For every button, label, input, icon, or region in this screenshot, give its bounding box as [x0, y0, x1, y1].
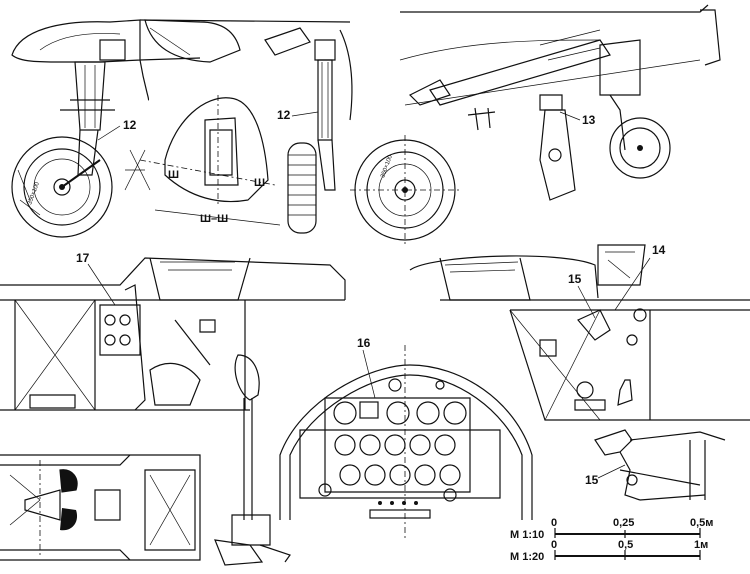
- main-gear-side-view: [11, 19, 351, 238]
- scale-1-tick-end: 0,5м: [690, 517, 713, 529]
- scale-bar-1-20: [554, 550, 701, 560]
- scale-1-label: М 1:10: [510, 529, 544, 541]
- tire-size-right: 350×100: [380, 154, 394, 179]
- tail-gear-view: [399, 4, 721, 201]
- scale-2-tick-mid: 0,5: [618, 539, 633, 551]
- callout-15-bottom: 15: [585, 473, 599, 487]
- callout-16: 16: [357, 336, 371, 350]
- section-mark-2: Ш: [254, 177, 265, 189]
- gear-fairing-section: [124, 95, 281, 226]
- scale-2-tick-end: 1м: [694, 539, 708, 551]
- scale-1-tick-0: 0: [551, 517, 557, 529]
- callout-15-top: 15: [568, 272, 582, 286]
- tire-size-left: 350×100: [27, 181, 41, 206]
- main-gear-front-view: [264, 27, 353, 234]
- callout-12-mid: 12: [277, 108, 291, 122]
- instrument-dials: [318, 345, 467, 540]
- control-stick-assembly: [214, 354, 291, 566]
- callout-14: 14: [652, 243, 666, 257]
- callout-13: 13: [582, 113, 596, 127]
- callout-12-left: 12: [123, 118, 137, 132]
- callout-17: 17: [76, 251, 90, 265]
- wheel-front-view: [350, 135, 460, 245]
- pedal-detail: [594, 429, 726, 501]
- scale-2-tick-0: 0: [551, 539, 557, 551]
- scale-2-label: М 1:20: [510, 551, 544, 563]
- section-title: Ш–Ш: [200, 213, 228, 225]
- scale-1-tick-mid: 0,25: [613, 517, 634, 529]
- cockpit-top-view: [0, 454, 201, 561]
- instrument-panel: [279, 364, 533, 520]
- scale-bar-1-10: [554, 528, 701, 538]
- section-mark-1: Ш: [168, 169, 179, 181]
- rear-cockpit-side-view: [409, 244, 750, 421]
- cockpit-side-view: [0, 257, 346, 411]
